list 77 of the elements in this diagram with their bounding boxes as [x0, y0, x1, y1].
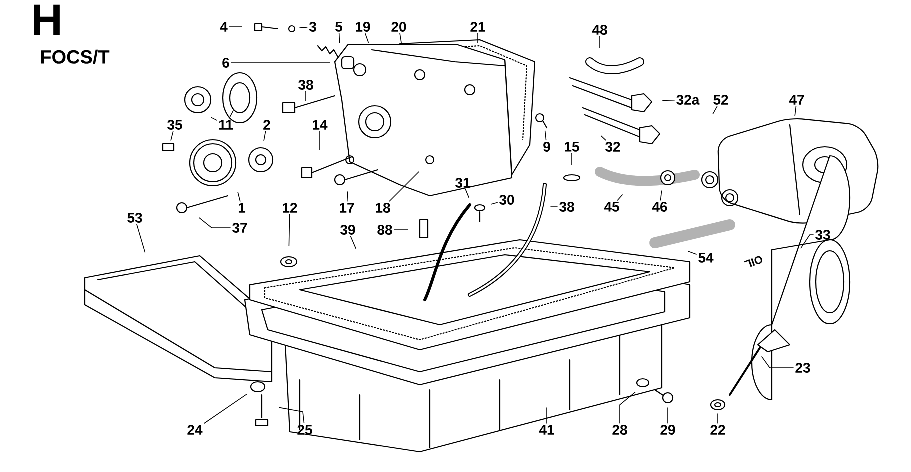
callout-number: 28: [612, 425, 628, 435]
callout-number: 48: [592, 25, 608, 35]
title: H: [34, 4, 60, 36]
callout-number: 31: [456, 178, 470, 188]
leader-line: [712, 106, 718, 114]
model-code: FOCS/T: [41, 50, 110, 64]
callout-number: 32: [606, 142, 620, 152]
callout-number: 24: [188, 425, 203, 435]
callout-number: 18: [376, 203, 390, 213]
leader-line: [389, 172, 420, 202]
leader-line: [794, 106, 797, 116]
callout-number: 29: [660, 425, 676, 435]
callout-number: 35: [168, 120, 182, 130]
callout-number: 37: [232, 223, 248, 233]
leader-line: [550, 206, 558, 208]
leader-line: [688, 251, 697, 255]
leader-line: [229, 110, 234, 119]
filter-lettering: OIL: [744, 256, 763, 268]
leader-line: [279, 407, 305, 424]
leader-line: [546, 408, 548, 424]
leader-line: [491, 202, 498, 205]
callout-number: 38: [298, 80, 314, 90]
leader-line: [211, 117, 218, 121]
callout-number: 52: [714, 95, 728, 105]
callout-number: 45: [604, 202, 620, 212]
leader-line: [800, 234, 814, 249]
callout-number: 41: [539, 425, 554, 435]
callout-number: 47: [789, 95, 804, 105]
callout-number: 9: [544, 142, 550, 152]
callout-number: 38: [560, 202, 574, 212]
leader-line: [300, 27, 308, 28]
callout-number: 33: [816, 230, 830, 240]
callout-number: 32a: [676, 95, 700, 105]
leader-line: [400, 33, 402, 44]
leader-line: [465, 189, 470, 198]
callout-number: 54: [698, 253, 714, 263]
leader-line: [136, 224, 146, 253]
callout-number: 5: [336, 22, 343, 32]
callout-number: 6: [222, 58, 230, 68]
callout-number: 3: [309, 22, 316, 32]
callout-number: 12: [283, 203, 298, 213]
callout-number: 22: [710, 425, 726, 435]
callout-number: 14: [313, 120, 328, 130]
leader-line: [204, 394, 248, 424]
leader-line: [617, 194, 623, 201]
callout-number: 39: [340, 225, 356, 235]
leader-line: [365, 33, 369, 43]
callout-number: 30: [500, 195, 514, 205]
callout-number: 21: [470, 22, 486, 32]
leader-line: [264, 131, 266, 142]
callout-number: 23: [796, 363, 810, 373]
leader-line: [600, 136, 606, 141]
callout-number: 20: [392, 22, 406, 32]
leader-line: [170, 131, 174, 141]
leader-line: [346, 192, 348, 202]
callout-number: 4: [220, 22, 228, 32]
callout-number: 53: [128, 213, 142, 223]
callout-number: 15: [565, 142, 580, 152]
callout-number: 17: [340, 203, 354, 213]
leader-line: [660, 190, 662, 201]
callout-number: 46: [652, 202, 668, 212]
callout-number: 1: [239, 203, 246, 213]
callout-number: 2: [264, 120, 270, 130]
leader-line: [544, 130, 547, 141]
leader-line: [620, 392, 636, 424]
leader-line: [231, 62, 330, 64]
leader-line: [662, 100, 676, 102]
callout-number: 11: [219, 120, 234, 130]
leader-line: [350, 236, 356, 250]
leader-line: [229, 26, 242, 28]
callout-number: 19: [356, 22, 370, 32]
leader-line: [288, 214, 290, 246]
leader-line: [762, 356, 794, 368]
leader-line: [238, 192, 241, 202]
callout-number: 88: [378, 225, 392, 235]
leader-line: [199, 218, 231, 228]
leader-line: [338, 33, 340, 44]
